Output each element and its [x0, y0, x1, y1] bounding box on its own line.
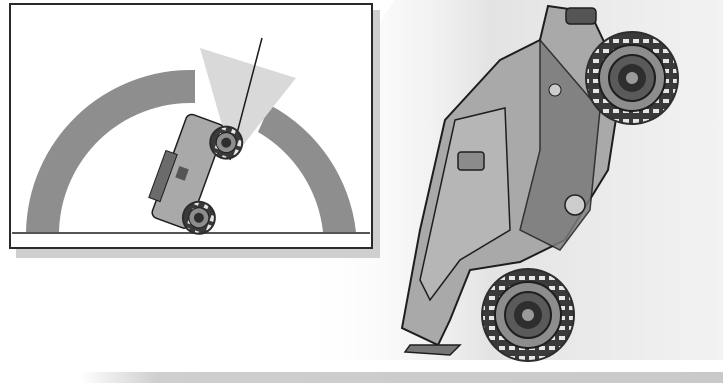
top-bumper	[565, 7, 597, 25]
bolt-detail	[548, 83, 562, 97]
vehicle-handle	[457, 151, 485, 171]
main-vehicle	[400, 4, 680, 363]
ground-line	[80, 372, 723, 383]
stability-arc	[26, 69, 195, 232]
inset-panel	[9, 3, 373, 249]
stability-arc-right	[258, 105, 356, 232]
small-vehicle	[148, 113, 249, 241]
front-wheel	[480, 267, 576, 363]
gear-detail	[564, 194, 586, 216]
front-skid	[403, 344, 462, 356]
vehicle-side-panel	[419, 107, 511, 302]
rear-wheel	[584, 30, 680, 126]
